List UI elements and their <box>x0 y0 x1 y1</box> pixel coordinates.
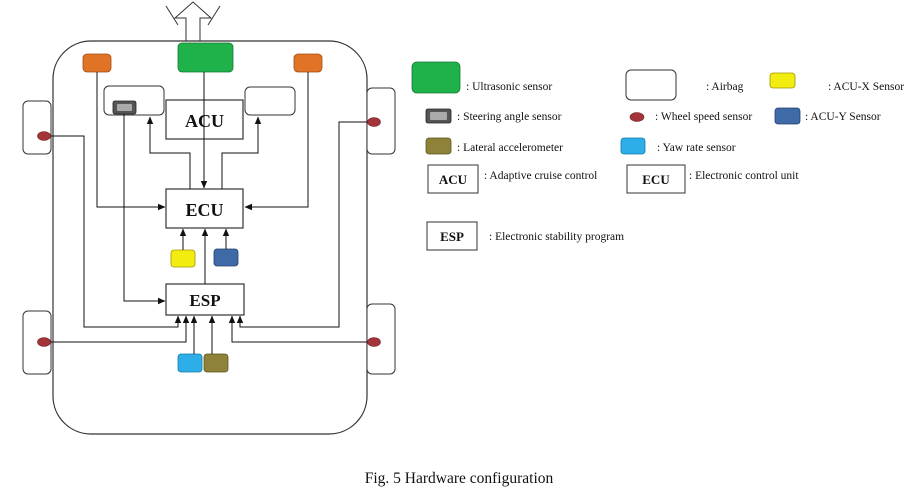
legend-yaw-label: : Yaw rate sensor <box>657 142 736 154</box>
legend-ecu-box <box>626 164 686 194</box>
legend-lateral-swatch <box>425 137 452 155</box>
legend-yaw-swatch <box>620 137 646 155</box>
legend-ecu-def: : Electronic control unit <box>689 170 799 182</box>
legend-acu-y-swatch <box>774 107 801 125</box>
legend-acu-box-label: ACU <box>439 172 468 187</box>
vehicle-body-outline <box>52 40 368 435</box>
legend-wheel-speed-swatch <box>629 112 645 122</box>
legend-ultrasonic-label: : Ultrasonic sensor <box>466 81 552 93</box>
legend-esp-box-label: ESP <box>440 229 464 244</box>
lateral-accelerometer <box>203 353 229 373</box>
wheel-front-right <box>366 87 396 155</box>
legend-airbag-swatch <box>625 69 677 101</box>
legend-esp-def: : Electronic stability program <box>489 231 624 243</box>
yaw-rate-sensor <box>177 353 203 373</box>
steering-angle-sensor-inner <box>117 104 132 111</box>
legend-acu-box <box>427 164 479 194</box>
figure-caption: Fig. 5 Hardware configuration <box>365 470 554 487</box>
orange-sensor-right <box>293 53 323 73</box>
forward-direction-arrow-icon <box>165 1 221 41</box>
legend-acu-x-label: : ACU-X Sensor <box>828 81 904 93</box>
legend-steering-swatch-inner <box>430 112 447 120</box>
legend-wheel-speed-label: : Wheel speed sensor <box>655 111 752 123</box>
ecu-box <box>165 188 244 229</box>
orange-sensor-left <box>82 53 112 73</box>
legend-acu-def: : Adaptive cruise control <box>484 170 597 182</box>
wheel-speed-sensor-rear-right <box>367 337 381 347</box>
wheel-speed-sensor-front-left <box>37 131 51 141</box>
wheel-front-left <box>22 100 52 155</box>
legend-esp-box <box>426 221 478 251</box>
legend-lateral-label: : Lateral accelerometer <box>457 142 563 154</box>
ecu-box-label: ECU <box>185 200 223 220</box>
wheel-speed-sensor-rear-left <box>37 337 51 347</box>
wheel-rear-right <box>366 303 396 375</box>
esp-box-label: ESP <box>189 291 220 310</box>
legend-acu-y-label: : ACU-Y Sensor <box>805 111 881 123</box>
legend-ultrasonic-swatch <box>411 61 461 94</box>
legend: : Ultrasonic sensor : Airbag : ACU-X Sen… <box>411 61 904 251</box>
legend-airbag-label: : Airbag <box>706 81 744 93</box>
legend-ecu-box-label: ECU <box>642 172 670 187</box>
legend-steering-label: : Steering angle sensor <box>457 111 562 123</box>
connections <box>51 72 367 354</box>
acu-x-sensor <box>170 249 196 268</box>
wheel-speed-sensor-front-right <box>367 117 381 127</box>
acu-y-sensor <box>213 248 239 267</box>
ultrasonic-sensor <box>177 42 234 73</box>
airbag-right <box>244 86 296 116</box>
legend-acu-x-swatch <box>769 72 796 89</box>
